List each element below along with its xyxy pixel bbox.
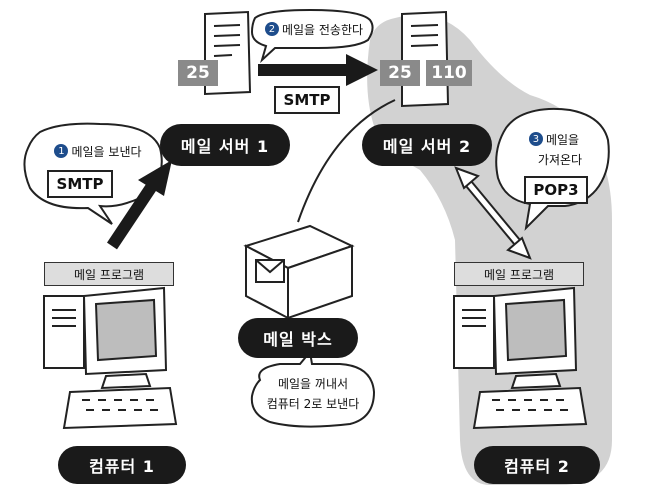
step-send-text: 메일을 보낸다 [71,144,142,159]
step-send-note: 1 메일을 보낸다 [40,142,156,160]
mailbox-note-line2: 컴퓨터 2로 보낸다 [266,397,360,411]
computer1-pc-icon [43,286,178,430]
step-fetch-note-line2: 가져온다 [537,152,583,167]
mailbox-label: 메일 박스 [238,318,358,358]
server2-pop-port-label: 110 [426,60,472,86]
server-mailbox-link [297,99,396,223]
computer2-label: 컴퓨터 2 [474,446,600,484]
server-transfer-protocol: SMTP [274,86,340,114]
transfer-arrow [258,54,378,86]
computer2-program-bar: 메일 프로그램 [454,262,584,286]
server2-smtp-port-label: 25 [380,60,420,86]
computer2-pc-icon [453,286,588,430]
server2-tower-icon [401,10,450,108]
step-fetch-text-1: 메일을 [545,132,580,147]
mailbox-note-line1: 메일을 꺼내서 [277,377,349,391]
step-3-badge: 3 [528,132,543,146]
computer1-program-bar: 메일 프로그램 [44,262,174,286]
client-send-protocol: SMTP [47,170,113,198]
mailbox-box-icon [243,224,355,320]
mailbox-note-bubble [250,349,376,428]
step-1-badge: 1 [54,144,69,158]
server1-port-label: 25 [178,60,218,86]
step-transfer-note: 2 메일을 전송한다 [258,20,370,38]
step-fetch-note-line1: 3 메일을 [512,130,596,148]
server1-label: 메일 서버 1 [160,124,290,166]
computer1-label: 컴퓨터 1 [58,446,186,484]
transfer-bubble [250,8,374,64]
step-transfer-text: 메일을 전송한다 [281,22,364,37]
client-fetch-protocol: POP3 [524,176,588,204]
server2-label: 메일 서버 2 [362,124,492,166]
fetch-double-arrow [454,166,532,260]
step-2-badge: 2 [264,22,279,36]
send-arrow [107,160,172,250]
